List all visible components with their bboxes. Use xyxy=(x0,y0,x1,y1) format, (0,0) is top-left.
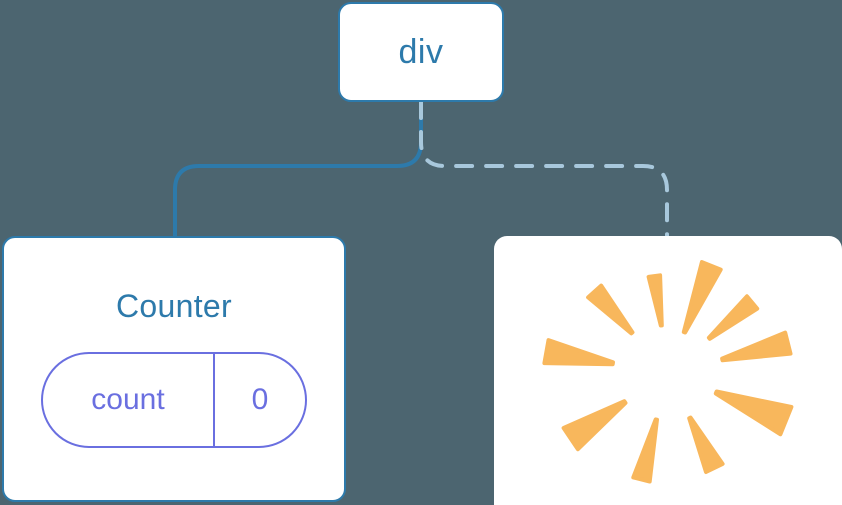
sparkle-burst-icon xyxy=(542,260,794,484)
sparkle-ray-7 xyxy=(687,415,725,474)
state-pill-count[interactable]: count 0 xyxy=(41,352,307,448)
sparkle-ray-1 xyxy=(681,260,723,335)
node-div-label: div xyxy=(398,33,444,71)
node-sparkle[interactable] xyxy=(494,236,842,505)
edge-div-to-counter xyxy=(173,100,423,240)
node-counter-label: Counter xyxy=(116,288,232,324)
sparkle-ray-3 xyxy=(586,283,635,336)
sparkle-ray-5 xyxy=(561,399,628,452)
sparkle-ray-9 xyxy=(720,330,793,363)
state-pill-key: count xyxy=(43,354,215,446)
sparkle-ray-4 xyxy=(542,338,615,367)
node-counter[interactable]: Counter count 0 xyxy=(2,236,346,502)
sparkle-ray-2 xyxy=(646,273,664,328)
edge-div-to-sparkle xyxy=(419,100,669,240)
sparkle-ray-10 xyxy=(706,294,760,341)
state-pill-value: 0 xyxy=(251,383,269,416)
sparkle-ray-8 xyxy=(713,389,794,437)
sparkle-ray-6 xyxy=(631,417,659,484)
node-div[interactable]: div xyxy=(338,2,504,102)
